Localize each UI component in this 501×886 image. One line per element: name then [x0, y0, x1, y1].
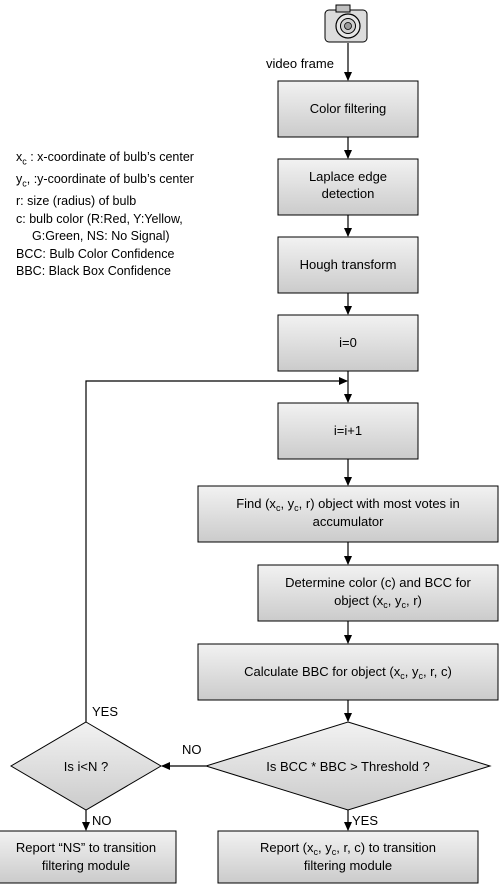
threshold-text: Is BCC * BBC > Threshold ? [266, 759, 429, 774]
legend-c-2: G:Green, NS: No Signal) [32, 229, 170, 243]
output-report-ns: Report “NS” to transition filtering modu… [0, 830, 177, 884]
legend-yc: yc, :y-coordinate of bulb’s center [16, 172, 194, 189]
step-determine-color: Determine color (c) and BCC for object (… [257, 564, 499, 622]
legend-bbc: BBC: Black Box Confidence [16, 264, 171, 278]
step-increment: i=i+1 [277, 402, 419, 460]
determine-text-1: Determine color (c) and BCC for [285, 575, 471, 590]
step-calculate-bbc: Calculate BBC for object (xc, yc, r, c) [197, 643, 499, 701]
step-find-object: Find (xc, yc, r) object with most votes … [197, 485, 499, 543]
report-object-text-2: filtering module [304, 858, 392, 873]
decision-threshold: Is BCC * BBC > Threshold ? [204, 721, 492, 811]
arrow-loop-yes [85, 377, 348, 722]
color-filtering-text: Color filtering [310, 101, 387, 116]
hough-text: Hough transform [300, 257, 397, 272]
yes-threshold-label: YES [352, 813, 378, 828]
find-text-1: Find (xc, yc, r) object with most votes … [236, 496, 460, 513]
decision-loop: Is i<N ? [10, 721, 162, 811]
report-object-text-1: Report (xc, yc, r, c) to transition [260, 840, 436, 857]
legend-r: r: size (radius) of bulb [16, 194, 137, 208]
report-ns-text-2: filtering module [42, 858, 130, 873]
step-hough: Hough transform [277, 236, 419, 294]
laplace-text-2: detection [322, 186, 375, 201]
video-frame-label: video frame [266, 56, 334, 71]
init-text: i=0 [339, 335, 357, 350]
step-laplace: Laplace edge detection [277, 158, 419, 216]
legend-xc: xc : x-coordinate of bulb’s center [16, 150, 194, 167]
increment-text: i=i+1 [334, 423, 362, 438]
no-threshold-label: NO [182, 742, 202, 757]
calculate-text: Calculate BBC for object (xc, yc, r, c) [244, 664, 452, 681]
legend: xc : x-coordinate of bulb’s center yc, :… [16, 149, 194, 281]
no-loop-label: NO [92, 813, 112, 828]
determine-text-2: object (xc, yc, r) [334, 593, 422, 610]
output-report-object: Report (xc, yc, r, c) to transition filt… [217, 830, 479, 884]
step-color-filtering: Color filtering [277, 80, 419, 138]
loop-text: Is i<N ? [64, 759, 108, 774]
find-text-2: accumulator [313, 514, 384, 529]
laplace-text-1: Laplace edge [309, 169, 387, 184]
legend-bcc: BCC: Bulb Color Confidence [16, 246, 175, 261]
camera-icon [324, 4, 368, 43]
report-ns-text-1: Report “NS” to transition [16, 840, 156, 855]
step-init: i=0 [277, 314, 419, 372]
legend-c-1: c: bulb color (R:Red, Y:Yellow, [16, 211, 183, 226]
yes-loop-label: YES [92, 704, 118, 719]
